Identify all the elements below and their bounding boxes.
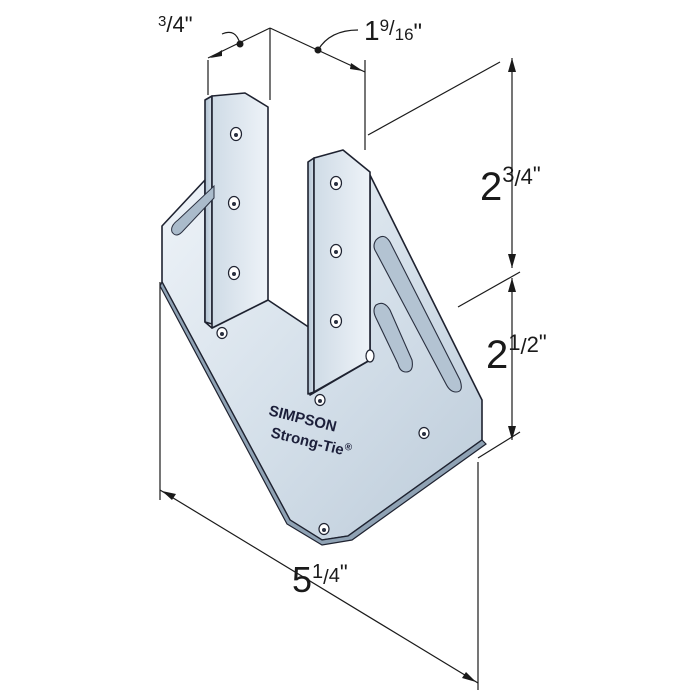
dim-top-left: 3/4" bbox=[158, 12, 193, 37]
dim-right-upper: 23/4" bbox=[480, 162, 541, 209]
dim-right-lower: 21/2" bbox=[486, 330, 547, 377]
dim-top-right: 19/16" bbox=[364, 15, 422, 46]
bracket-body bbox=[159, 92, 487, 546]
dimension-lines bbox=[159, 27, 521, 690]
dim-bottom: 51/4" bbox=[292, 559, 348, 600]
dimension-labels: 3/4" 19/16" 23/4" 21/2" 51/4" bbox=[158, 12, 547, 600]
